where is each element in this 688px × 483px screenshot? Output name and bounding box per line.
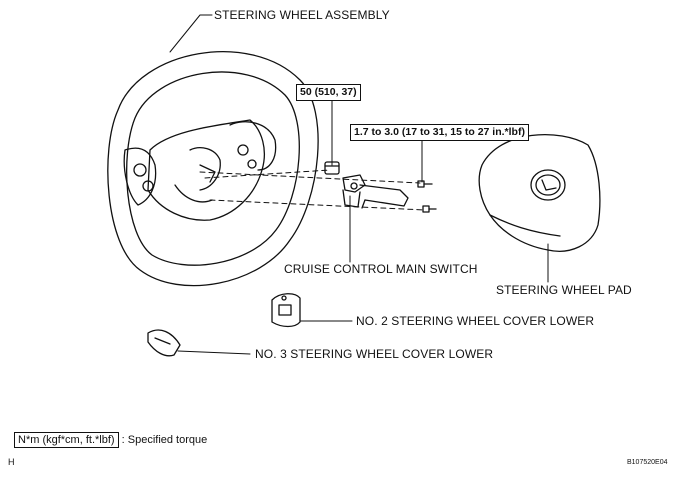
corner-mark-left: H (8, 457, 15, 467)
cruise-control-main-switch-label: CRUISE CONTROL MAIN SWITCH (284, 262, 478, 276)
steering-wheel-pad-drawing (478, 134, 601, 252)
steering-wheel-assembly-label: STEERING WHEEL ASSEMBLY (214, 8, 390, 22)
leader-lines (169, 14, 549, 355)
screw-torque-spec: 1.7 to 3.0 (17 to 31, 15 to 27 in.*lbf) (350, 124, 529, 141)
no2-cover-lower-label: NO. 2 STEERING WHEEL COVER LOWER (356, 314, 595, 328)
no3-cover-lower-drawing (147, 329, 181, 357)
cruise-control-switch-drawing (342, 174, 409, 209)
nut-part (324, 161, 340, 175)
alignment-dashes (199, 169, 426, 211)
no3-cover-lower-label: NO. 3 STEERING WHEEL COVER LOWER (255, 347, 494, 361)
no2-cover-lower-drawing (271, 293, 301, 328)
nut-torque-spec: 50 (510, 37) (296, 84, 361, 101)
steering-wheel-pad-label: STEERING WHEEL PAD (496, 283, 632, 297)
torque-legend: N*m (kgf*cm, ft.*lbf) : Specified torque (14, 432, 208, 448)
screws (417, 180, 437, 213)
legend-text: : Specified torque (121, 434, 208, 446)
legend-unit-box: N*m (kgf*cm, ft.*lbf) (14, 432, 119, 448)
steering-wheel-assembly-drawing (107, 51, 319, 287)
figure-code: B107520E04 (627, 459, 668, 466)
